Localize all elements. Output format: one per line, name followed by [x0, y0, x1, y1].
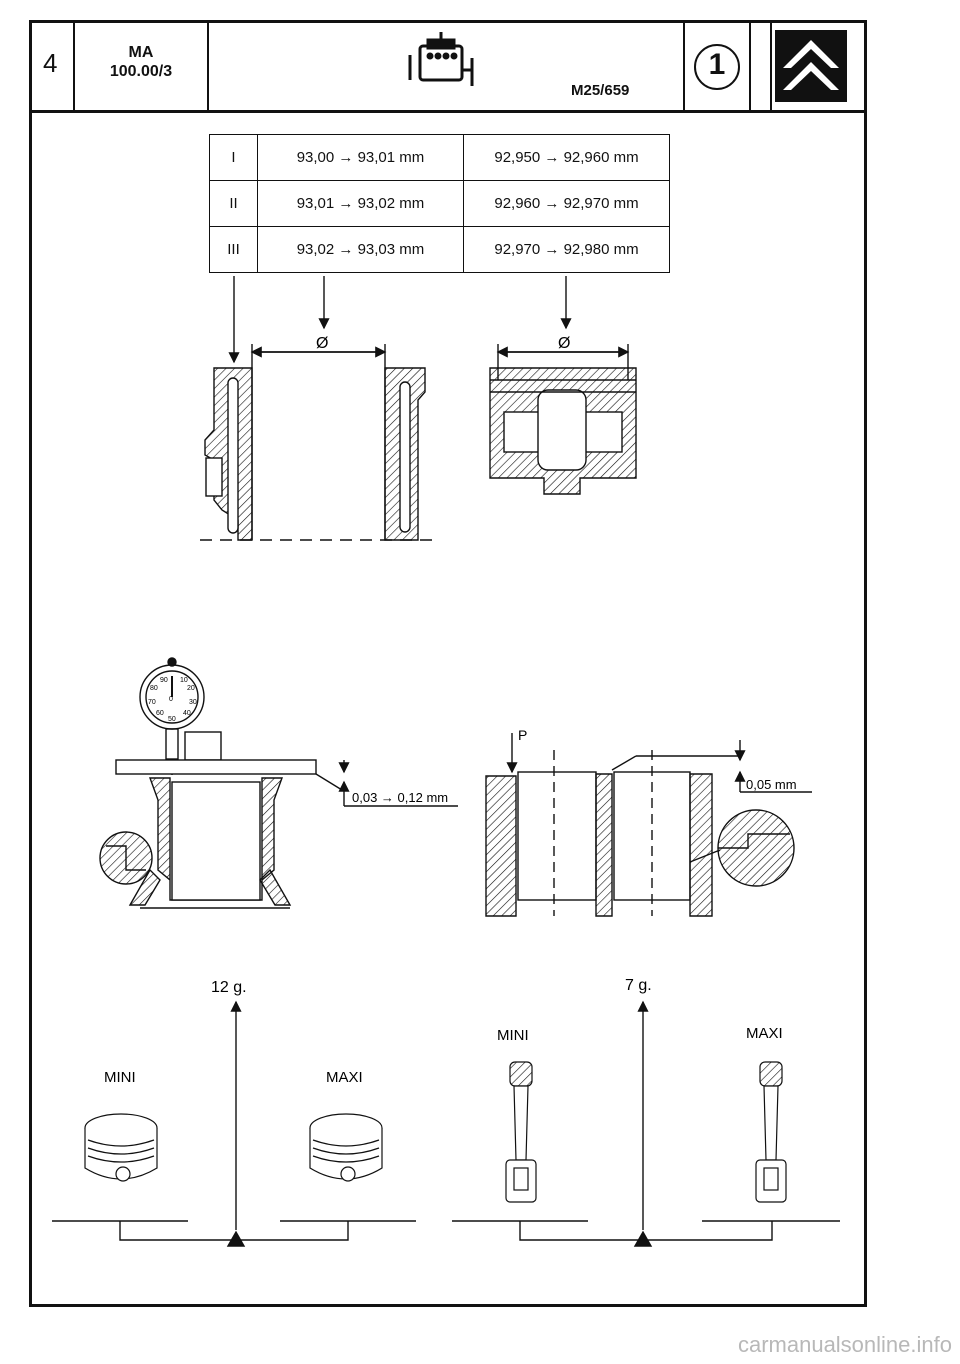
piston-diameter-cell: 92,970 → 92,980 mm	[463, 226, 670, 273]
conrod-min-label: MINI	[497, 1027, 529, 1044]
piston-diameter-cell: 92,960 → 92,970 mm	[463, 180, 670, 227]
protrusion-range-label: 0,03 → 0,12 mm	[352, 790, 448, 805]
dial-mark: 50	[168, 716, 176, 723]
piston-diameter-cell: 92,950 → 92,960 mm	[463, 134, 670, 181]
piston-tolerance-label: 12 g.	[211, 979, 247, 996]
dial-mark: 90	[160, 677, 168, 684]
conrod-max-label: MAXI	[746, 1025, 783, 1042]
manual-code-cell: MA 100.00/3	[75, 20, 209, 110]
table-row: II 93,01 → 93,02 mm 92,960 → 92,970 mm	[209, 180, 670, 227]
liner-height-difference	[485, 733, 812, 917]
dial-mark: 60	[156, 710, 164, 717]
conrod-tolerance-label: 7 g.	[625, 977, 652, 994]
dial-mark: 80	[150, 685, 158, 692]
measurement-point-label: P	[518, 727, 527, 743]
page-number: 4	[43, 48, 58, 78]
liner-bore-cell: 93,00 → 93,01 mm	[257, 134, 464, 181]
connecting-rod-icon	[505, 1061, 537, 1203]
circle-badge	[694, 44, 740, 90]
piston-section	[489, 344, 637, 495]
piston-icon	[84, 1113, 158, 1182]
manual-code-line2: 100.00/3	[109, 63, 173, 80]
class-cell: III	[209, 226, 258, 273]
liner-bore-cell: 93,02 → 93,03 mm	[257, 226, 464, 273]
citroen-logo-icon	[775, 30, 847, 102]
circle-number-cell: 1	[685, 20, 751, 110]
table-leader-lines	[228, 276, 572, 364]
engine-ref: M25/659	[571, 82, 630, 99]
dial-mark: 30	[189, 699, 197, 706]
engine-cell: M25/659	[209, 20, 685, 110]
piston-max-label: MAXI	[326, 1069, 363, 1086]
dial-mark: 0	[169, 696, 173, 703]
liner-protrusion-measurement	[99, 759, 458, 909]
watermark-link[interactable]: carmanualsonline.info	[737, 1332, 952, 1357]
manual-code-line1: MA	[128, 44, 154, 61]
protrusion-difference-label: 0,05 mm	[746, 777, 797, 792]
dial-mark: 10	[180, 677, 188, 684]
table-row: III 93,02 → 93,03 mm 92,970 → 92,980 mm	[209, 226, 670, 273]
dial-mark: 40	[183, 710, 191, 717]
piston-icon	[309, 1113, 383, 1182]
dial-gauge-icon	[139, 657, 222, 775]
circle-number: 1	[708, 48, 726, 81]
page-frame	[29, 20, 867, 1307]
piston-weight-balance	[52, 1000, 416, 1247]
diameter-symbol: Ø	[558, 335, 570, 352]
liner-bore-cell: 93,01 → 93,02 mm	[257, 180, 464, 227]
dial-mark: 20	[187, 685, 195, 692]
conrod-weight-balance	[452, 1000, 840, 1247]
page-header: 4 MA 100.00/3 M25/659 1	[29, 20, 867, 113]
engine-icon	[408, 32, 474, 86]
diameter-symbol: Ø	[316, 335, 328, 352]
dial-mark: 70	[148, 699, 156, 706]
page-number-cell: 4	[29, 20, 75, 110]
header-spacer-cell	[751, 20, 772, 110]
connecting-rod-icon	[755, 1061, 787, 1203]
cylinder-liner-section	[200, 344, 440, 541]
piston-min-label: MINI	[104, 1069, 136, 1086]
bore-piston-class-table: I 93,00 → 93,01 mm 92,950 → 92,960 mm II…	[209, 134, 670, 273]
